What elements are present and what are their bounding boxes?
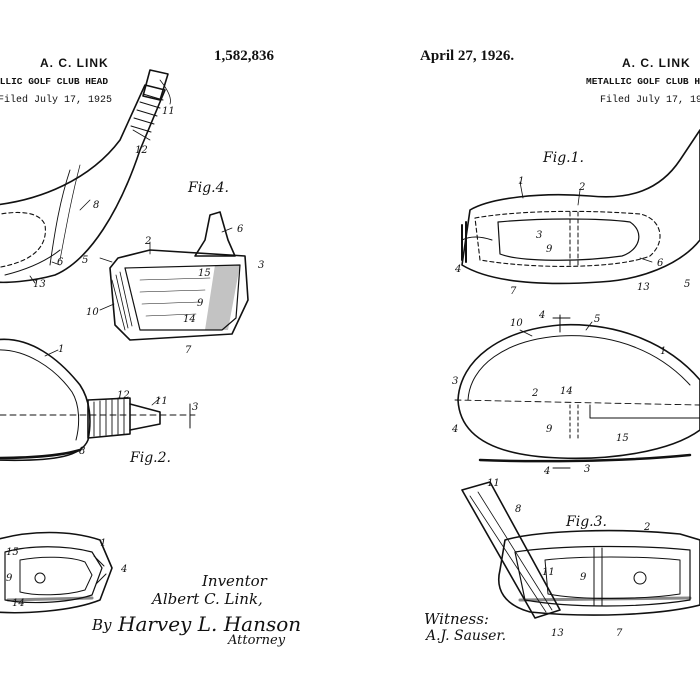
ref-numeral: 7 (510, 286, 517, 297)
ref-numeral: 4 (543, 466, 550, 477)
ref-numeral: 7 (616, 628, 623, 639)
ref-numeral: 3 (452, 376, 458, 387)
ref-numeral: 9 (546, 424, 553, 435)
ref-numeral: 2 (578, 182, 585, 193)
ref-numeral: 11 (162, 106, 175, 117)
ref-numeral: 4 (538, 310, 545, 321)
ref-numeral: 3 (536, 230, 542, 241)
fig2-left-label: Fig.2. (129, 450, 171, 466)
fig3-club-head-cross-section (461, 481, 700, 619)
reference-leader-lines (29, 79, 653, 406)
ref-numeral: 13 (551, 628, 564, 639)
fig2-club-head-top-view (0, 338, 196, 462)
ref-numeral: 8 (79, 446, 85, 457)
witness-label: Witness: (424, 610, 489, 628)
ref-numeral: 11 (487, 478, 500, 489)
ref-numeral: 9 (546, 244, 553, 255)
ref-numeral: 12 (135, 145, 148, 156)
ref-numeral: 10 (510, 318, 523, 329)
ref-numeral: 2 (531, 388, 538, 399)
ref-numeral: 14 (12, 598, 25, 609)
attorney-signature: Harvey L. Hanson (118, 612, 302, 636)
inventor-label: Inventor (202, 572, 267, 590)
ref-numeral: 3 (258, 260, 264, 271)
right-reference-numerals: 1 2 3 9 4 7 6 13 5 10 4 5 1 3 2 14 9 15 … (451, 176, 690, 639)
left-reference-numerals: 11 12 8 6 13 2 6 5 15 3 9 10 14 7 1 12 1… (6, 106, 264, 609)
ref-numeral: 1 (58, 344, 64, 355)
ref-numeral: 9 (580, 572, 587, 583)
ref-numeral: 15 (616, 433, 629, 444)
fig3-label: Fig.3. (565, 514, 607, 530)
ref-numeral: 11 (155, 396, 168, 407)
left-title: ALLIC GOLF CLUB HEAD (0, 76, 109, 87)
ref-numeral: 2 (144, 236, 151, 247)
by-label: By (92, 616, 112, 634)
ref-numeral: 2 (643, 522, 650, 533)
ref-numeral: 1 (660, 346, 666, 357)
fig1-club-head-side-view (461, 129, 700, 285)
ref-numeral: 12 (117, 390, 130, 401)
patent-date: April 27, 1926. (420, 48, 515, 64)
patent-number: 1,582,836 (214, 48, 274, 64)
ref-numeral: 3 (584, 464, 590, 475)
ref-numeral: 15 (198, 268, 211, 279)
ref-numeral: 13 (33, 279, 46, 290)
ref-numeral: 14 (183, 314, 196, 325)
ref-numeral: 6 (57, 257, 64, 268)
ref-numeral: 5 (594, 314, 600, 325)
right-inventor-header: A. C. LINK (622, 56, 691, 70)
ref-numeral: 9 (6, 573, 13, 584)
right-filed-date: Filed July 17, 192 (600, 95, 700, 106)
fig1-label: Fig.1. (542, 150, 584, 166)
fig4-label: Fig.4. (187, 180, 229, 196)
left-club-head-cross-section (0, 531, 113, 614)
right-title: METALLIC GOLF CLUB H (586, 76, 700, 87)
ref-numeral: 1 (100, 538, 106, 549)
ref-numeral: 4 (454, 264, 461, 275)
ref-numeral: 14 (560, 386, 573, 397)
ref-numeral: 5 (82, 255, 88, 266)
left-club-head-side-view (0, 69, 169, 284)
ref-numeral: 6 (237, 224, 244, 235)
ref-numeral: 7 (185, 345, 192, 356)
ref-numeral: 8 (93, 200, 99, 211)
fig2-right-club-head-top-view (454, 314, 700, 469)
inventor-signature: Albert C. Link, (152, 590, 263, 608)
fig4-club-head-section (109, 211, 249, 341)
ref-numeral: 1 (518, 176, 524, 187)
left-filed-date: Filed July 17, 1925 (0, 95, 113, 106)
ref-numeral: 3 (192, 402, 198, 413)
witness-signature: A.J. Sauser. (426, 628, 507, 644)
attorney-label: Attorney (228, 633, 286, 648)
ref-numeral: 15 (6, 547, 19, 558)
ref-numeral: 4 (120, 564, 127, 575)
ref-numeral: 8 (515, 504, 521, 515)
ref-numeral: 11 (542, 567, 555, 578)
ref-numeral: 5 (684, 279, 690, 290)
ref-numeral: 6 (657, 258, 664, 269)
ref-numeral: 13 (637, 282, 650, 293)
left-inventor-header: A. C. LINK (40, 56, 109, 70)
ref-numeral: 4 (451, 424, 458, 435)
ref-numeral: 9 (197, 298, 204, 309)
ref-numeral: 10 (86, 307, 99, 318)
